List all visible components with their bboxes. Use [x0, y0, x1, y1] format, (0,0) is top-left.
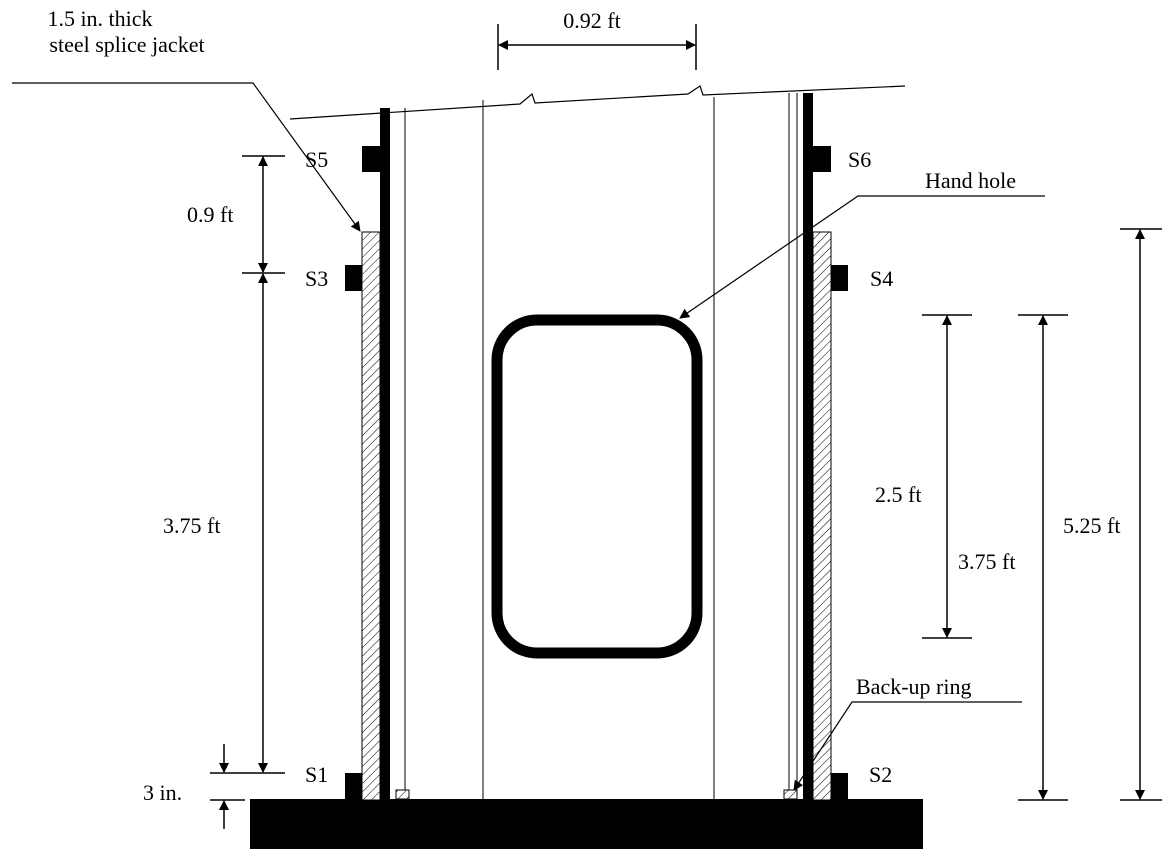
leader-hand-hole: [679, 195, 1045, 319]
gauge-block-s4: [831, 265, 848, 291]
gauge-label-s6: S6: [848, 147, 871, 172]
base-plate: [250, 799, 923, 849]
gauge-block-s6: [813, 146, 831, 172]
dim-label-3in: 3 in.: [143, 780, 182, 805]
gauge-block-s1: [345, 773, 362, 799]
gauge-block-s5: [362, 146, 380, 172]
hand-hole-label: Hand hole: [925, 168, 1016, 193]
dim-label-3-75-right: 3.75 ft: [958, 549, 1015, 574]
jacket-label-line-1: 1.5 in. thick: [47, 6, 152, 31]
jacket-label-line-2: steel splice jacket: [49, 32, 204, 57]
pole-wall-left: [380, 108, 390, 800]
pole-wall-right: [803, 93, 813, 800]
splice-jacket-right: [812, 231, 832, 801]
backup-ring-label: Back-up ring: [856, 674, 971, 699]
gauge-label-s1: S1: [305, 762, 328, 787]
gauge-block-s3: [345, 265, 362, 291]
backup-ring-left: [395, 789, 410, 800]
splice-jacket-left: [361, 231, 381, 801]
gauge-label-s2: S2: [869, 762, 892, 787]
gauge-block-s2: [831, 773, 848, 799]
gauge-label-s4: S4: [870, 266, 893, 291]
dim-label-0-9: 0.9 ft: [187, 202, 233, 227]
top-width-label: 0.92 ft: [563, 8, 620, 33]
dim-label-2-5: 2.5 ft: [875, 482, 921, 507]
leader-backup-ring: [793, 701, 1022, 791]
dim-label-3-75-left: 3.75 ft: [163, 513, 220, 538]
gauge-label-s3: S3: [305, 266, 328, 291]
top-break-line: [289, 85, 906, 120]
hand-hole: [491, 314, 703, 659]
gauge-label-s5: S5: [305, 147, 328, 172]
dim-label-5-25: 5.25 ft: [1063, 513, 1120, 538]
backup-ring-right: [783, 789, 798, 800]
leader-splice-jacket: [12, 82, 361, 232]
